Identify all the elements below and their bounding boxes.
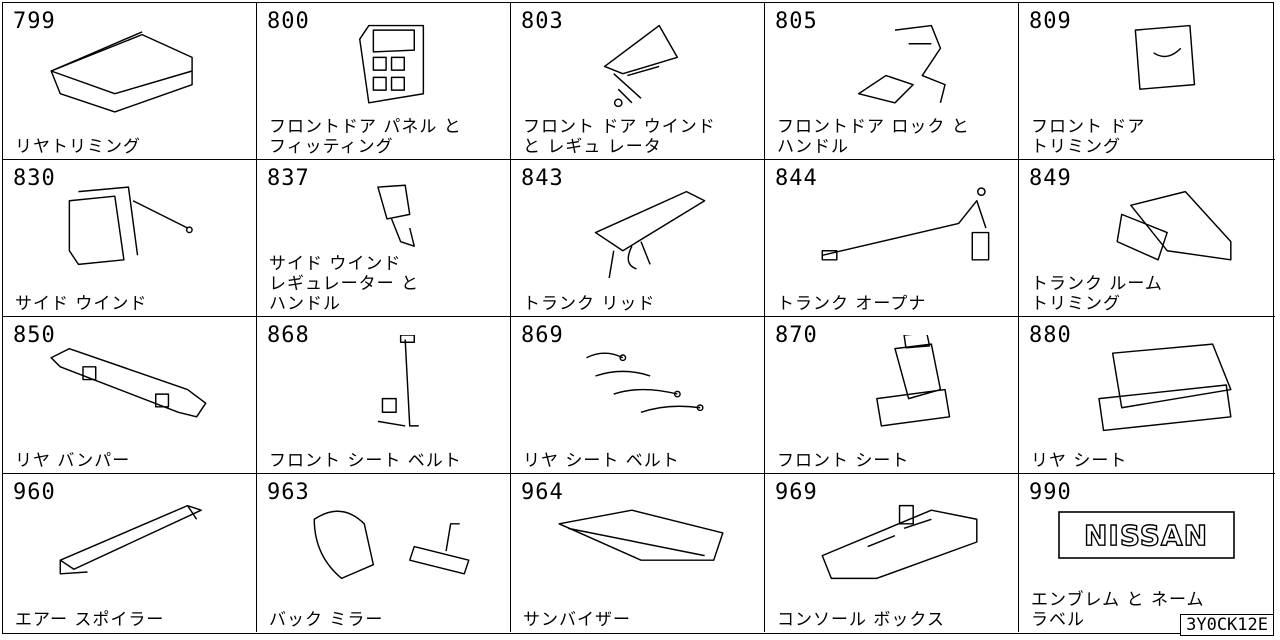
console-box-icon: [795, 492, 995, 592]
trunk-opener-icon: [795, 178, 995, 278]
nissan-emblem-icon: NISSAN: [1049, 492, 1249, 592]
air-spoiler-icon: [33, 492, 233, 592]
part-cell-870[interactable]: 870 フロント シート: [765, 317, 1019, 474]
part-number: 837: [267, 166, 310, 191]
emblem-text: NISSAN: [1084, 519, 1208, 552]
part-number: 844: [775, 166, 818, 191]
part-cell-850[interactable]: 850 リヤ バンパー: [3, 317, 257, 474]
part-number: 880: [1029, 323, 1072, 348]
part-label: リヤ シート: [1031, 451, 1128, 471]
part-number: 803: [521, 9, 564, 34]
part-label: リヤ シート ベルト: [523, 451, 680, 471]
part-label: フロント ドア ウインド と レギュ レータ: [523, 117, 716, 157]
part-number: 868: [267, 323, 310, 348]
part-label: トランク リッド: [523, 294, 656, 314]
part-number: 990: [1029, 480, 1072, 505]
part-label: フロントドア ロック と ハンドル: [777, 117, 970, 157]
sun-visor-icon: [541, 492, 741, 592]
part-number: 870: [775, 323, 818, 348]
part-cell-849[interactable]: 849 トランク ルーム トリミング: [1019, 160, 1275, 317]
part-number: 969: [775, 480, 818, 505]
part-number: 964: [521, 480, 564, 505]
part-number: 799: [13, 9, 56, 34]
part-label: リヤ バンパー: [15, 451, 131, 471]
part-label: サイド ウインド: [15, 294, 148, 314]
part-cell-805[interactable]: 805 フロントドア ロック と ハンドル: [765, 3, 1019, 160]
part-label: エンブレム と ネーム ラベル: [1031, 590, 1205, 630]
part-label: フロント ドア トリミング: [1031, 117, 1146, 157]
door-lock-handle-icon: [795, 21, 995, 121]
trunk-room-trim-icon: [1049, 178, 1249, 278]
front-seat-belt-icon: [287, 334, 487, 435]
side-window-regulator-icon: [287, 178, 487, 278]
front-door-window-icon: [541, 21, 741, 121]
part-number: 809: [1029, 9, 1072, 34]
part-label: コンソール ボックス: [777, 610, 945, 630]
part-cell-837[interactable]: 837 サイド ウインド レギュレーター と ハンドル: [257, 160, 511, 317]
front-door-panel-icon: [287, 21, 487, 121]
part-number: 869: [521, 323, 564, 348]
side-window-icon: [33, 178, 233, 278]
part-cell-800[interactable]: 800 フロントドア パネル と フィッティング: [257, 3, 511, 160]
part-number: 849: [1029, 166, 1072, 191]
part-cell-963[interactable]: 963 バック ミラー: [257, 474, 511, 632]
rear-seat-icon: [1049, 335, 1249, 435]
part-label: フロント シート: [777, 451, 910, 471]
part-cell-809[interactable]: 809 フロント ドア トリミング: [1019, 3, 1275, 160]
rear-bumper-icon: [33, 335, 233, 435]
part-label: サンバイザー: [523, 610, 631, 630]
part-cell-969[interactable]: 969 コンソール ボックス: [765, 474, 1019, 632]
part-cell-799[interactable]: 799 リヤトリミング: [3, 3, 257, 160]
diagram-code: 3Y0CK12E: [1180, 614, 1274, 636]
part-number: 850: [13, 323, 56, 348]
part-label: エアー スポイラー: [15, 610, 165, 630]
rear-seat-belt-icon: [541, 335, 741, 435]
part-label: フロント シート ベルト: [269, 451, 462, 471]
part-cell-830[interactable]: 830 サイド ウインド: [3, 160, 257, 317]
part-label: リヤトリミング: [15, 137, 141, 157]
part-cell-868[interactable]: 868 フロント シート ベルト: [257, 317, 511, 474]
part-cell-843[interactable]: 843 トランク リッド: [511, 160, 765, 317]
door-trim-icon: [1049, 21, 1249, 121]
trunk-lid-icon: [541, 178, 741, 279]
part-cell-803[interactable]: 803 フロント ドア ウインド と レギュ レータ: [511, 3, 765, 160]
part-number: 805: [775, 9, 818, 34]
part-cell-880[interactable]: 880 リヤ シート: [1019, 317, 1275, 474]
part-number: 830: [13, 166, 56, 191]
part-number: 963: [267, 480, 310, 505]
part-label: サイド ウインド レギュレーター と ハンドル: [269, 254, 420, 314]
part-label: フロントドア パネル と フィッティング: [269, 117, 462, 157]
part-number: 843: [521, 166, 564, 191]
part-number: 800: [267, 9, 310, 34]
part-cell-964[interactable]: 964 サンバイザー: [511, 474, 765, 632]
part-cell-960[interactable]: 960 エアー スポイラー: [3, 474, 257, 632]
part-number: 960: [13, 480, 56, 505]
rear-trim-icon: [33, 21, 233, 121]
front-seat-icon: [795, 332, 995, 435]
part-cell-869[interactable]: 869 リヤ シート ベルト: [511, 317, 765, 474]
mirror-icon: [287, 492, 487, 592]
part-cell-844[interactable]: 844 トランク オープナ: [765, 160, 1019, 317]
part-label: トランク ルーム トリミング: [1031, 274, 1163, 314]
part-label: トランク オープナ: [777, 294, 927, 314]
part-label: バック ミラー: [269, 610, 384, 630]
